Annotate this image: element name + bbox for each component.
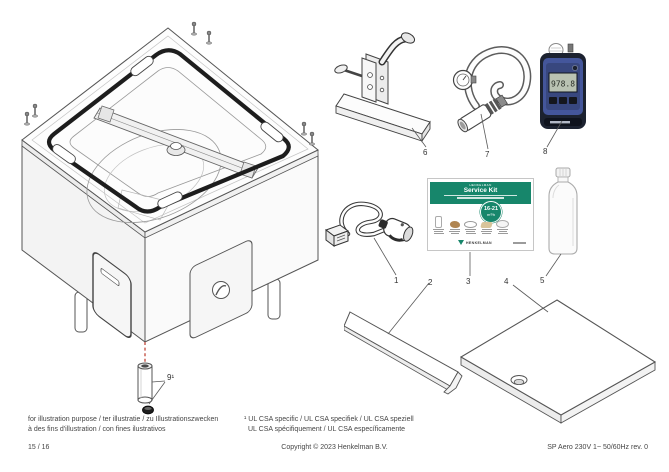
page-number: 15 / 16 [28, 444, 50, 451]
spacer-cylinder [137, 365, 153, 401]
machine-leg-left [74, 291, 88, 333]
cord-mains-plug [378, 217, 414, 242]
model-revision-text: SP Aero 230V 1~ 50/60Hz rev. 0 [547, 444, 648, 451]
angled-plate-foot [443, 371, 463, 395]
lid-corner-slots [52, 55, 284, 209]
service-kit-contents-row [432, 216, 512, 234]
vacuum-machine-illustration [21, 21, 319, 343]
service-kit-subtitle-line [444, 195, 517, 197]
kit-item-gasket [464, 217, 477, 234]
spacer-foot-figure [137, 342, 154, 415]
service-kit-box: HENKELMAN Service Kit 16-21 m³/h [427, 178, 534, 251]
angled-insert-plate-figure [344, 311, 463, 395]
tray-handle-slot [100, 268, 120, 286]
meter-lcd-value: 978.8 [551, 80, 575, 89]
lid-screws [24, 21, 315, 146]
meter-lcd [548, 72, 578, 93]
henkelman-logo-small: HENKELMAN [469, 183, 492, 187]
clamp-spindle [343, 68, 363, 78]
service-kit-article-code [513, 242, 526, 244]
oil-bottle-figure [548, 167, 578, 255]
chamber-bowl [86, 129, 222, 223]
kit-item-seal-strip [480, 217, 493, 234]
insert-plate-face [459, 299, 657, 416]
part-label-5: 5 [540, 276, 545, 285]
service-kit-header: HENKELMAN Service Kit [430, 182, 531, 204]
ul-csa-footnote: ¹ UL CSA specific / UL CSA specifiek / U… [244, 415, 414, 435]
illustration-note: for illustration purpose / ter illustrat… [28, 415, 218, 435]
seal-bar-clamp-tool-figure [334, 32, 431, 143]
oil-drain-plug [212, 281, 230, 299]
angled-plate-face [344, 311, 459, 387]
insert-plate-figure [459, 299, 657, 424]
bottle-neck [557, 176, 569, 183]
illustration-note-line1: for illustration purpose / ter illustrat… [28, 416, 219, 423]
hose-nozzle [457, 94, 508, 133]
power-cord-figure [324, 201, 414, 247]
lid-seal-ring [46, 48, 291, 214]
part-label-2: 2 [428, 278, 433, 287]
part-label-9: 9¹ [167, 373, 175, 382]
bottle-body [548, 181, 578, 255]
meter-button-down [559, 97, 567, 104]
service-kit-title: Service Kit [463, 187, 498, 194]
part-label-1: 1 [394, 276, 399, 285]
kit-item-filter [496, 217, 509, 234]
drip-tray-panel [92, 252, 132, 339]
ul-csa-footnote-line2: UL CSA spécifiquement / UL CSA específic… [248, 426, 406, 433]
part-label-7: 7 [485, 150, 490, 159]
capacity-badge: 16-21 m³/h [480, 201, 502, 223]
service-kit-brand-footer: HENKELMAN [458, 240, 492, 245]
part-label-4: 4 [504, 277, 509, 286]
meter-button-up [549, 97, 557, 104]
part-label-6: 6 [423, 148, 428, 157]
meter-button-power [569, 97, 577, 104]
machine-leg-right [267, 278, 281, 320]
ul-csa-footnote-line1: ¹ UL CSA specific / UL CSA specifiek / U… [244, 416, 414, 423]
meter-buzzer [572, 65, 578, 71]
kit-item-oil [432, 216, 445, 234]
part-label-3: 3 [466, 277, 471, 286]
digital-vacuum-meter-figure: 978.8 [540, 43, 586, 129]
henkelman-triangle-logo [458, 240, 464, 245]
vacuum-test-hose-figure [452, 46, 532, 133]
illustration-note-line2: à des fins d'illustration / con fines il… [28, 426, 166, 433]
service-kit-subtitle-line2 [457, 197, 504, 199]
part-label-8: 8 [543, 147, 548, 156]
copyright-text: Copyright © 2023 Henkelman B.V. [281, 444, 388, 451]
kit-item-grease [448, 217, 461, 234]
